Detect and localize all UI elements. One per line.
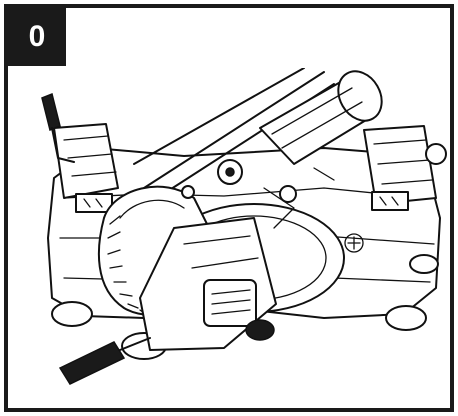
step-number: 0 <box>28 20 46 53</box>
miter-saw-illustration <box>24 68 450 388</box>
saw-feet <box>51 254 439 360</box>
instruction-panel: 0 <box>4 4 454 412</box>
step-number-badge: 0 <box>8 8 66 66</box>
left-fence <box>53 123 119 213</box>
saw-handle-body <box>139 217 277 351</box>
saw-details <box>181 167 335 229</box>
motor-housing <box>217 70 383 185</box>
front-knob <box>58 337 151 385</box>
right-fence <box>363 125 447 211</box>
miter-saw-icon <box>41 68 447 385</box>
bevel-lock-handle <box>41 92 75 163</box>
